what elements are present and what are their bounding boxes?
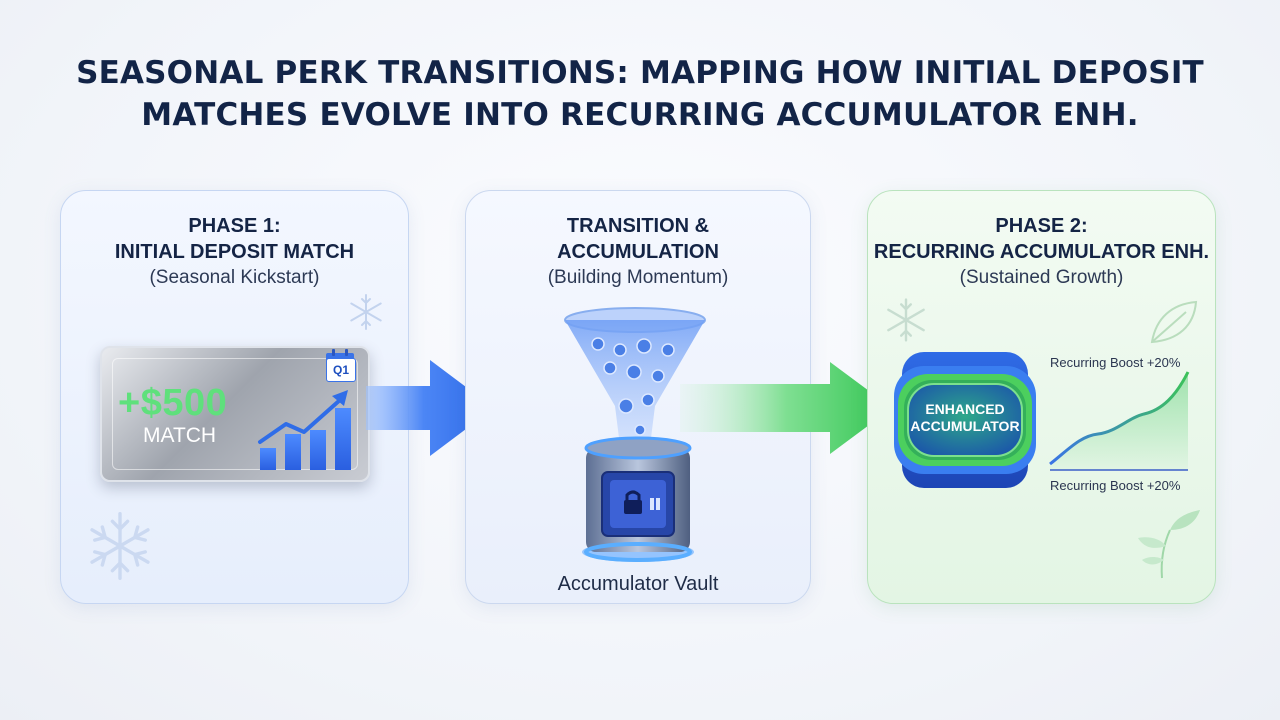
coin-icon [591,337,675,436]
phase-1-header: PHASE 1: INITIAL DEPOSIT MATCH (Seasonal… [61,213,408,291]
funnel-icon [564,307,706,446]
phase-1-heading: PHASE 1: [188,215,281,237]
vault-icon [582,436,694,562]
transition-subtitle: (Building Momentum) [547,267,729,288]
boost-label-top: Recurring Boost +20% [1050,355,1181,370]
transition-header: TRANSITION & ACCUMULATION (Building Mome… [466,213,810,291]
vault-label: Accumulator Vault [557,573,719,595]
quarter-badge: Q1 [326,358,356,382]
phase-2-subtitle: (Sustained Growth) [959,267,1124,288]
lock-icon [624,490,642,514]
page-title: SEASONAL PERK TRANSITIONS: MAPPING HOW I… [0,52,1280,136]
snowflake-icon [887,298,925,342]
page-title-line-1: SEASONAL PERK TRANSITIONS: MAPPING HOW I… [76,55,1204,91]
flow-arrow-icon [680,362,892,454]
boost-label-bottom: Recurring Boost +20% [1050,478,1181,493]
snowflake-icon [350,294,382,330]
flow-arrow-icon [366,360,494,456]
leaf-icon [1150,300,1198,344]
enhanced-accumulator-label: ENHANCED ACCUMULATOR [910,401,1020,434]
phase-2-heading-name: RECURRING ACCUMULATOR ENH. [873,241,1210,263]
page-title-line-2: MATCHES EVOLVE INTO RECURRING ACCUMULATO… [141,97,1139,133]
growth-bars-icon [258,390,351,470]
growth-chart [1049,371,1190,471]
transition-heading: TRANSITION & [566,215,710,237]
transition-heading-name: ACCUMULATION [557,241,719,263]
sprout-icon [1138,510,1200,579]
phase-1-heading-name: INITIAL DEPOSIT MATCH [114,241,355,263]
match-amount: +$500 [118,382,228,424]
phase-2-heading: PHASE 2: [995,215,1088,237]
enhanced-accumulator-icon [894,352,1036,488]
snowflake-icon [90,511,150,581]
phase-1-subtitle: (Seasonal Kickstart) [149,267,320,288]
phase-2-header: PHASE 2: RECURRING ACCUMULATOR ENH. (Sus… [868,213,1215,291]
match-label: MATCH [143,424,217,447]
